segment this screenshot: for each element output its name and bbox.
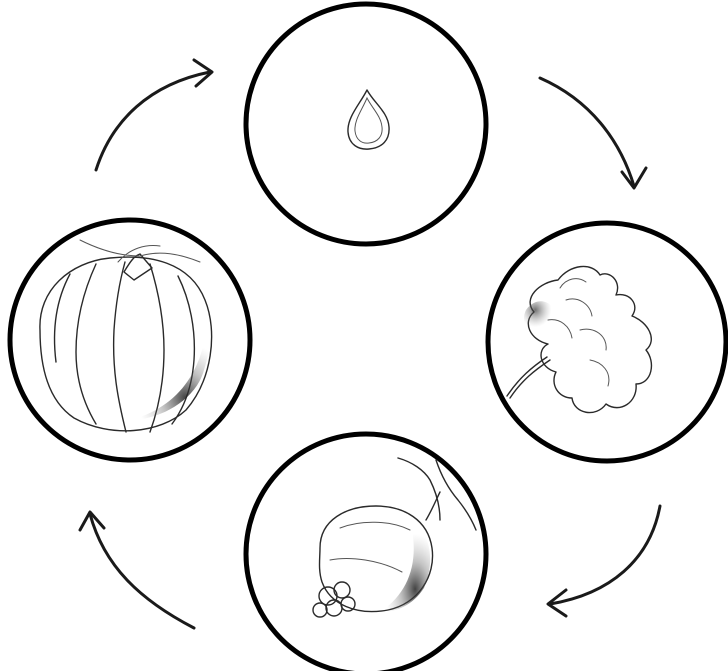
arrow-pumpkin-to-seed — [96, 60, 212, 170]
stage-seed — [246, 4, 486, 244]
arrow-seed-to-flower — [540, 78, 646, 188]
stage-flower — [488, 223, 726, 461]
arrow-flower-to-fruit — [548, 506, 660, 616]
stage-fruit — [246, 434, 486, 671]
arrow-fruit-to-pumpkin — [80, 512, 194, 628]
stage-pumpkin — [10, 220, 250, 460]
